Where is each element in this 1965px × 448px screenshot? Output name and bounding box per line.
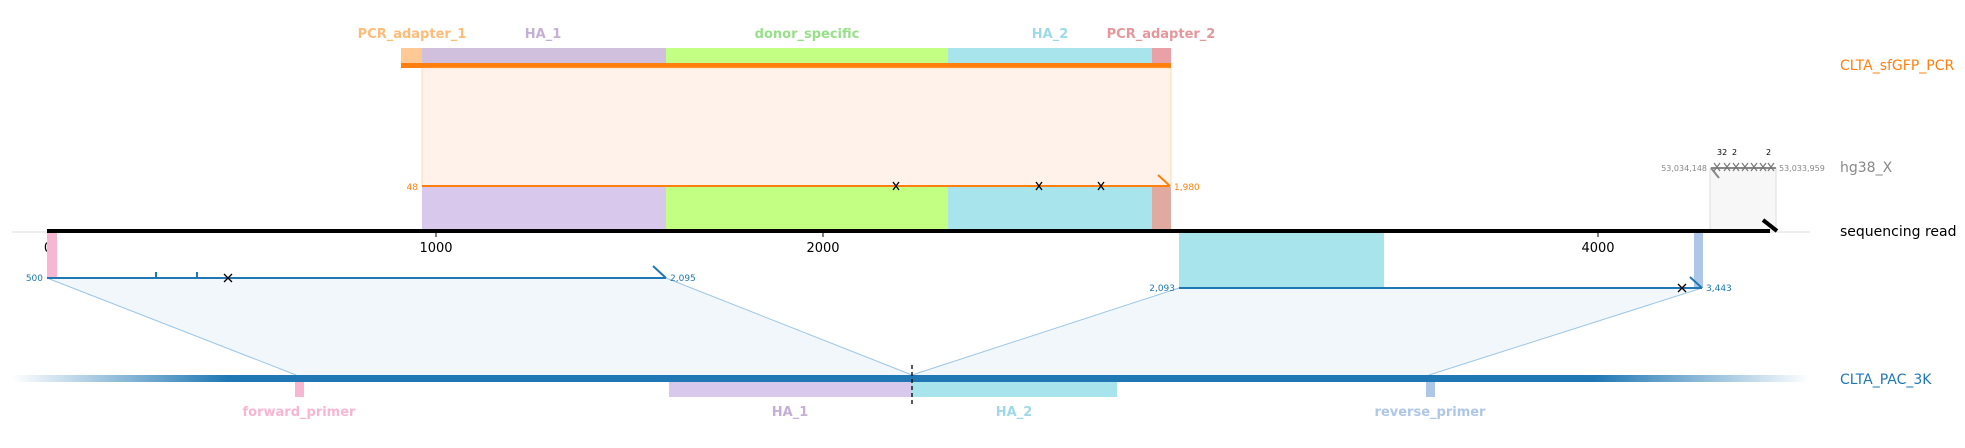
mismatch-marker bbox=[1750, 162, 1758, 172]
plasmid-feature-label: forward_primer bbox=[243, 405, 357, 420]
aligned-ha2 bbox=[1179, 233, 1384, 288]
genome-count: 2 bbox=[1732, 148, 1737, 157]
read-track-label: sequencing read bbox=[1840, 224, 1956, 240]
plasmid-track: forward_primer HA_1 HA_2 reverse_primer … bbox=[12, 365, 1932, 420]
donor-feature-label: PCR_adapter_2 bbox=[1107, 27, 1216, 42]
plasmid-alignment-2: 2,093 3,443 bbox=[911, 233, 1732, 376]
mismatch-marker bbox=[1741, 162, 1749, 172]
donor-bar bbox=[401, 63, 1171, 68]
read-arrow bbox=[1761, 218, 1779, 233]
donor-alignment-arrow bbox=[1157, 174, 1171, 187]
projection-line bbox=[1428, 287, 1703, 376]
mismatch-marker bbox=[1759, 162, 1767, 172]
projection-line bbox=[665, 277, 913, 376]
donor-feature-pcr-adapter-1-band bbox=[401, 48, 422, 66]
mismatch-marker bbox=[1677, 283, 1687, 293]
plasmid-alignment-1-shading bbox=[47, 278, 912, 375]
donor-mismatch-markers bbox=[892, 181, 1105, 191]
mismatch-marker bbox=[1035, 181, 1043, 191]
read-tick-label: 1000 bbox=[419, 241, 452, 256]
plasmid-alignment-2-arrow bbox=[1689, 276, 1703, 289]
genome-alignment-end: 53,033,959 bbox=[1779, 164, 1825, 173]
donor-feature-pcr-adapter-2-band bbox=[1152, 48, 1171, 66]
donor-aligned-ha2 bbox=[948, 187, 1152, 230]
plasmid-alignment-2-end: 3,443 bbox=[1706, 284, 1732, 294]
plasmid-feature-label: HA_1 bbox=[772, 405, 809, 420]
donor-track: PCR_adapter_1 HA_1 donor_specific HA_2 P… bbox=[358, 27, 1955, 74]
donor-aligned-pcr-adapter-2 bbox=[1152, 187, 1171, 230]
genome-track-label: hg38_X bbox=[1840, 160, 1893, 176]
donor-track-label: CLTA_sfGFP_PCR bbox=[1840, 58, 1954, 74]
projection-line bbox=[911, 287, 1180, 376]
donor-alignment-start: 48 bbox=[407, 183, 419, 193]
plasmid-feature-reverse-primer bbox=[1426, 382, 1435, 397]
read-tick-label: 2000 bbox=[806, 241, 839, 256]
plasmid-feature-ha2 bbox=[912, 382, 1117, 397]
plasmid-bar bbox=[12, 375, 1810, 382]
mismatch-marker bbox=[1097, 181, 1105, 191]
genome-alignment-arrow bbox=[1710, 167, 1720, 179]
plasmid-alignment-2-start: 2,093 bbox=[1149, 284, 1175, 294]
plasmid-alignment-2-shading bbox=[912, 288, 1702, 375]
donor-feature-ha2-band bbox=[948, 48, 1152, 66]
donor-feature-donor-specific-band bbox=[666, 48, 948, 66]
donor-aligned-ha1 bbox=[422, 187, 666, 230]
aligned-reverse-primer bbox=[1694, 233, 1703, 288]
donor-alignment-shading bbox=[421, 67, 1172, 187]
plasmid-alignment-1: 500 2,095 bbox=[26, 233, 913, 376]
mismatch-marker bbox=[1767, 162, 1775, 172]
plasmid-feature-ha1 bbox=[669, 382, 912, 397]
donor-alignment: 48 1,980 bbox=[407, 67, 1200, 230]
genome-count: 32 bbox=[1717, 148, 1727, 157]
donor-aligned-donor-specific bbox=[666, 187, 948, 230]
plasmid-feature-label: reverse_primer bbox=[1375, 405, 1487, 420]
donor-alignment-end: 1,980 bbox=[1174, 183, 1200, 193]
mismatch-marker bbox=[223, 273, 233, 283]
read-tick-label: 4000 bbox=[1581, 241, 1614, 256]
donor-feature-label: donor_specific bbox=[755, 27, 860, 42]
mismatch-marker bbox=[892, 181, 900, 191]
plasmid-feature-label: HA_2 bbox=[996, 405, 1033, 420]
plasmid-alignment-1-end: 2,095 bbox=[670, 274, 696, 284]
donor-feature-label: HA_2 bbox=[1032, 27, 1069, 42]
aligned-forward-primer bbox=[47, 233, 57, 278]
genome-track: hg38_X 53,034,148 53,033,959 32 2 2 bbox=[1661, 148, 1893, 231]
donor-feature-label: HA_1 bbox=[525, 27, 562, 42]
donor-feature-ha1-band bbox=[422, 48, 666, 66]
mismatch-marker bbox=[1713, 162, 1721, 172]
plasmid-alignment-1-arrow bbox=[652, 265, 667, 279]
plasmid-track-label: CLTA_PAC_3K bbox=[1840, 372, 1932, 388]
mismatch-marker bbox=[1732, 162, 1740, 172]
donor-feature-label: PCR_adapter_1 bbox=[358, 27, 467, 42]
genome-mismatch-markers bbox=[1713, 162, 1775, 172]
plasmid-feature-forward-primer bbox=[295, 382, 304, 397]
projection-line bbox=[46, 277, 297, 376]
genome-alignment-start: 53,034,148 bbox=[1661, 164, 1707, 173]
mismatch-marker bbox=[1723, 162, 1731, 172]
plasmid-alignment-1-start: 500 bbox=[26, 274, 43, 284]
genome-count: 2 bbox=[1766, 148, 1771, 157]
